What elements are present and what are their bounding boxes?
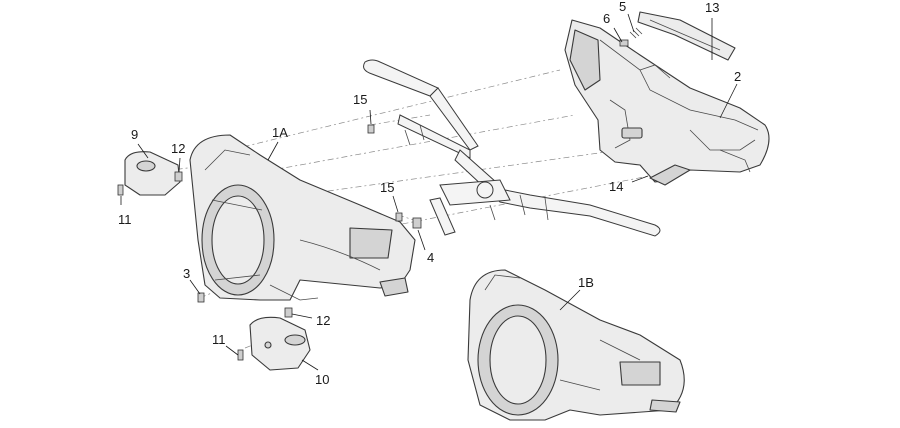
clip-part-12-upper — [174, 171, 183, 182]
callout-5: 5 — [619, 0, 627, 14]
handlebar — [363, 59, 661, 237]
callout-15-lower: 15 — [380, 180, 395, 195]
nut-part-4 — [412, 217, 422, 229]
callout-15-upper: 15 — [353, 92, 368, 107]
callout-9: 9 — [131, 127, 139, 142]
clip-part-12-lower — [284, 307, 293, 318]
callout-11-upper: 11 — [118, 212, 132, 227]
front-cover-part-1A — [189, 134, 416, 301]
screw-part-11-lower — [237, 349, 244, 361]
screw-part-15-upper — [367, 124, 375, 134]
rear-cover-part-2 — [564, 19, 770, 186]
callout-10: 10 — [315, 372, 330, 387]
callout-13: 13 — [705, 0, 720, 15]
callout-6: 6 — [603, 11, 611, 26]
spring-part-5 — [629, 27, 643, 39]
callout-2: 2 — [734, 69, 742, 84]
cap-part-9 — [124, 151, 181, 196]
cover-strip-part-13 — [637, 11, 736, 61]
callout-11-lower: 11 — [212, 332, 226, 347]
callout-1B: 1B — [578, 275, 594, 290]
screw-part-3 — [197, 292, 205, 303]
callout-1A: 1A — [272, 125, 288, 140]
front-cover-part-1B — [467, 269, 685, 421]
screw-part-11-upper — [117, 184, 124, 196]
callout-3: 3 — [183, 266, 191, 281]
callout-leaders — [120, 13, 738, 371]
callout-4: 4 — [427, 250, 435, 265]
callout-12-upper: 12 — [171, 141, 186, 156]
screw-part-15-lower — [395, 212, 403, 222]
callout-14: 14 — [609, 179, 624, 194]
cap-part-10 — [249, 316, 311, 371]
clip-part-6 — [619, 39, 629, 47]
callout-12-lower: 12 — [316, 313, 331, 328]
